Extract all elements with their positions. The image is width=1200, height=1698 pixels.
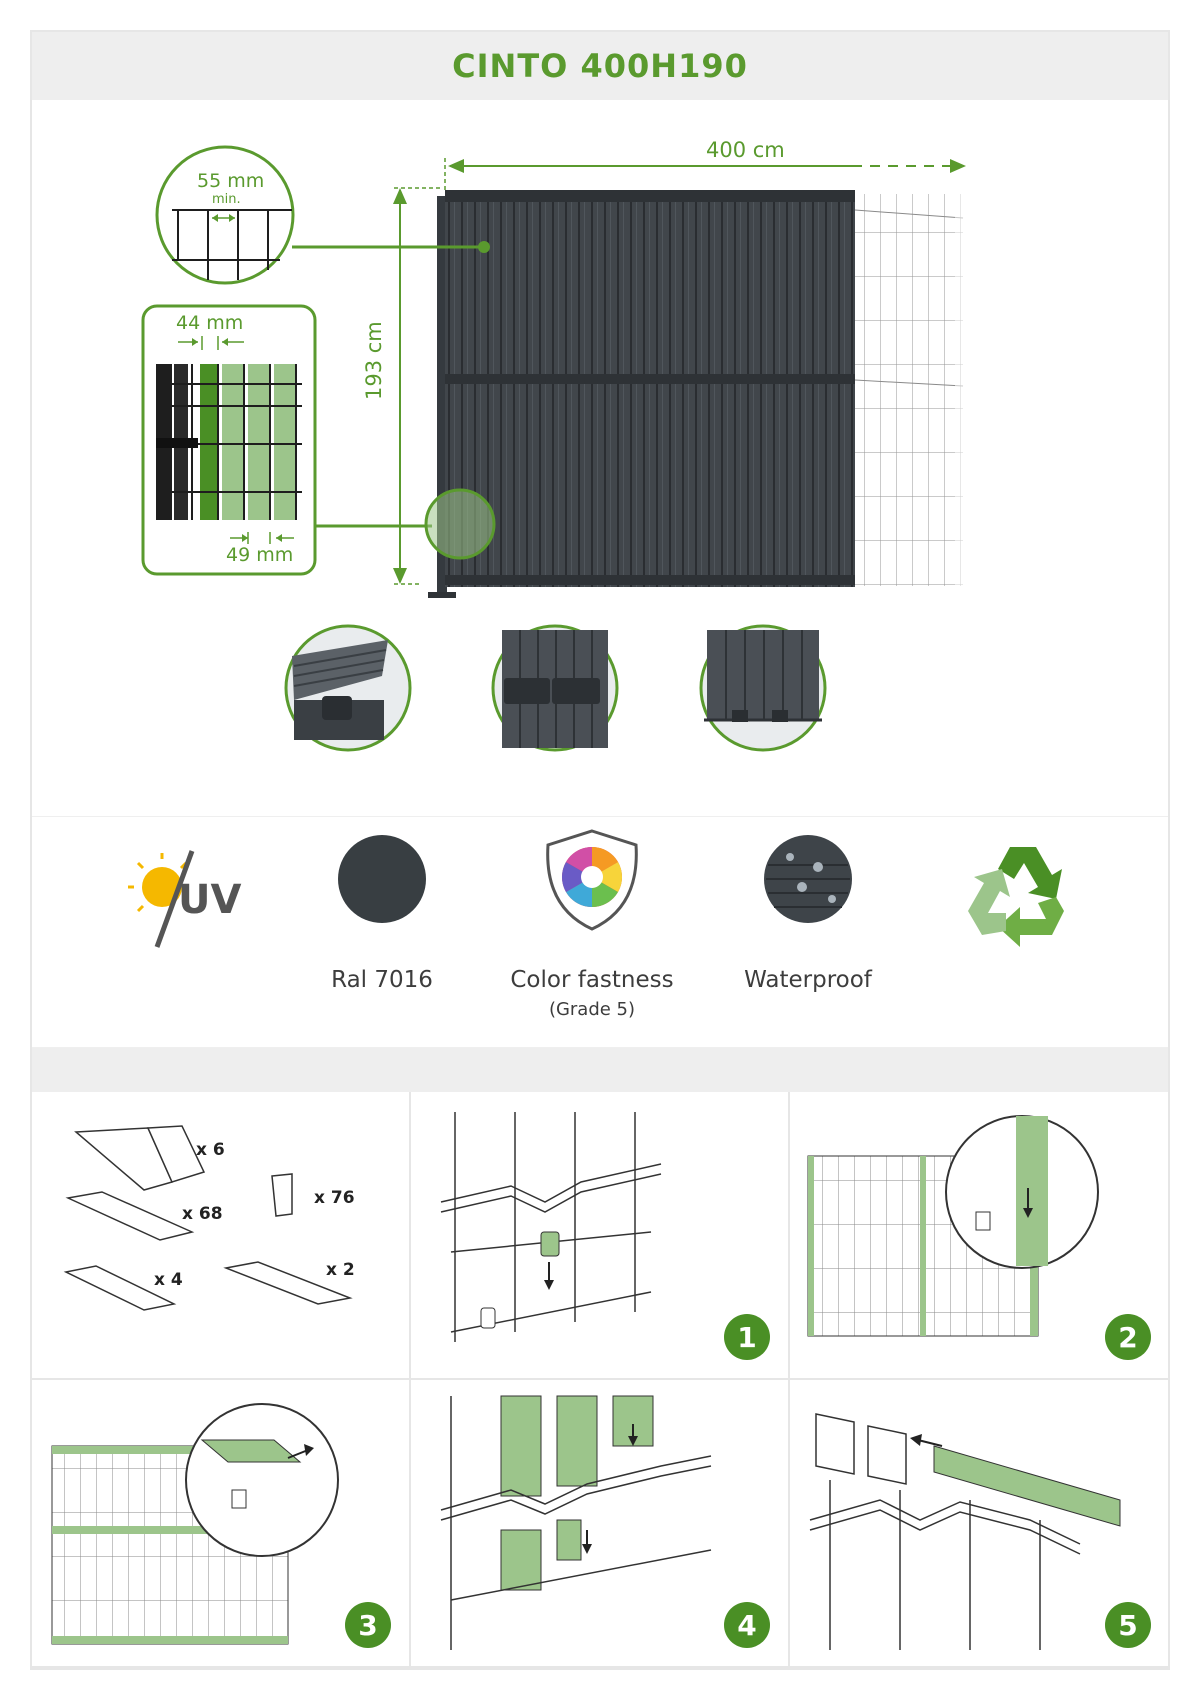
installation-steps: x 6 x 68 x 76 x 4 x 2 (32, 1092, 1169, 1668)
detail-photo-cap (284, 624, 412, 752)
step-5: 5 (790, 1380, 1169, 1668)
feature-recyclable (918, 817, 1118, 1049)
detail-photo-bottom (699, 624, 827, 752)
qty-label: x 2 (326, 1260, 355, 1280)
width-label: 400 cm (706, 138, 785, 162)
color-swatch-icon (338, 835, 426, 923)
step-2: 2 (790, 1092, 1169, 1380)
uv-text: UV (178, 877, 241, 923)
feature-uv: UV (82, 817, 282, 1049)
feature-label: Color fastness (510, 967, 674, 993)
water-drops-icon (764, 835, 852, 923)
width-dimension (444, 158, 966, 192)
product-sheet: CINTO 400H190 (30, 30, 1170, 1670)
mesh-spacing-note: min. (212, 192, 241, 207)
qty-label: x 4 (154, 1270, 183, 1290)
short-slat-icon (63, 1265, 177, 1311)
step-4: 4 (411, 1380, 790, 1668)
detail-photo-clip (491, 624, 619, 752)
feature-waterproof: Waterproof (708, 817, 908, 1049)
end-profile-icon (223, 1261, 353, 1305)
clip-icon (271, 1173, 293, 1217)
fence-diagram-svg (141, 145, 975, 752)
qty-label: x 6 (196, 1140, 225, 1160)
step-number-badge: 4 (724, 1602, 770, 1648)
step-number-badge: 3 (345, 1602, 391, 1648)
uv-sun-icon: UV (128, 850, 241, 948)
step-number-badge: 1 (724, 1314, 770, 1360)
feature-label: Ral 7016 (331, 967, 433, 993)
step-number-badge: 5 (1105, 1602, 1151, 1648)
color-wheel-shield-icon (546, 829, 638, 931)
mesh-panel (855, 194, 963, 586)
feature-sublabel: (Grade 5) (548, 999, 636, 1020)
title-bar: CINTO 400H190 (32, 32, 1168, 100)
slat-pitch-label: 49 mm (226, 544, 294, 566)
slatted-panel (445, 192, 855, 587)
features-row: UV Ral 7016 Color fastness (Grade 5) (32, 816, 1168, 1048)
slat-icon (65, 1191, 195, 1241)
slat-gap-label: 44 mm (176, 312, 244, 334)
kit-contents: x 6 x 68 x 76 x 4 x 2 (32, 1092, 411, 1380)
height-dimension (393, 187, 440, 585)
qty-label: x 68 (182, 1204, 223, 1224)
feature-color-fastness: Color fastness (Grade 5) (492, 817, 692, 1049)
feature-ral: Ral 7016 (282, 817, 482, 1049)
height-label: 193 cm (362, 321, 386, 400)
mesh-detail-callout (155, 145, 490, 285)
feature-label: Waterproof (744, 967, 872, 993)
mesh-spacing-label: 55 mm (197, 170, 265, 192)
step-1: 1 (411, 1092, 790, 1380)
qty-label: x 76 (314, 1188, 355, 1208)
step-3: 3 (32, 1380, 411, 1668)
slat-detail-callout (141, 304, 496, 576)
fence-diagram: 400 cm 193 cm 55 mm min. 44 mm 49 mm (32, 100, 1168, 842)
section-divider-band (32, 1048, 1168, 1092)
page-title: CINTO 400H190 (452, 47, 748, 85)
recycle-icon (968, 847, 1064, 947)
fence-post (437, 196, 447, 596)
step-number-badge: 2 (1105, 1314, 1151, 1360)
